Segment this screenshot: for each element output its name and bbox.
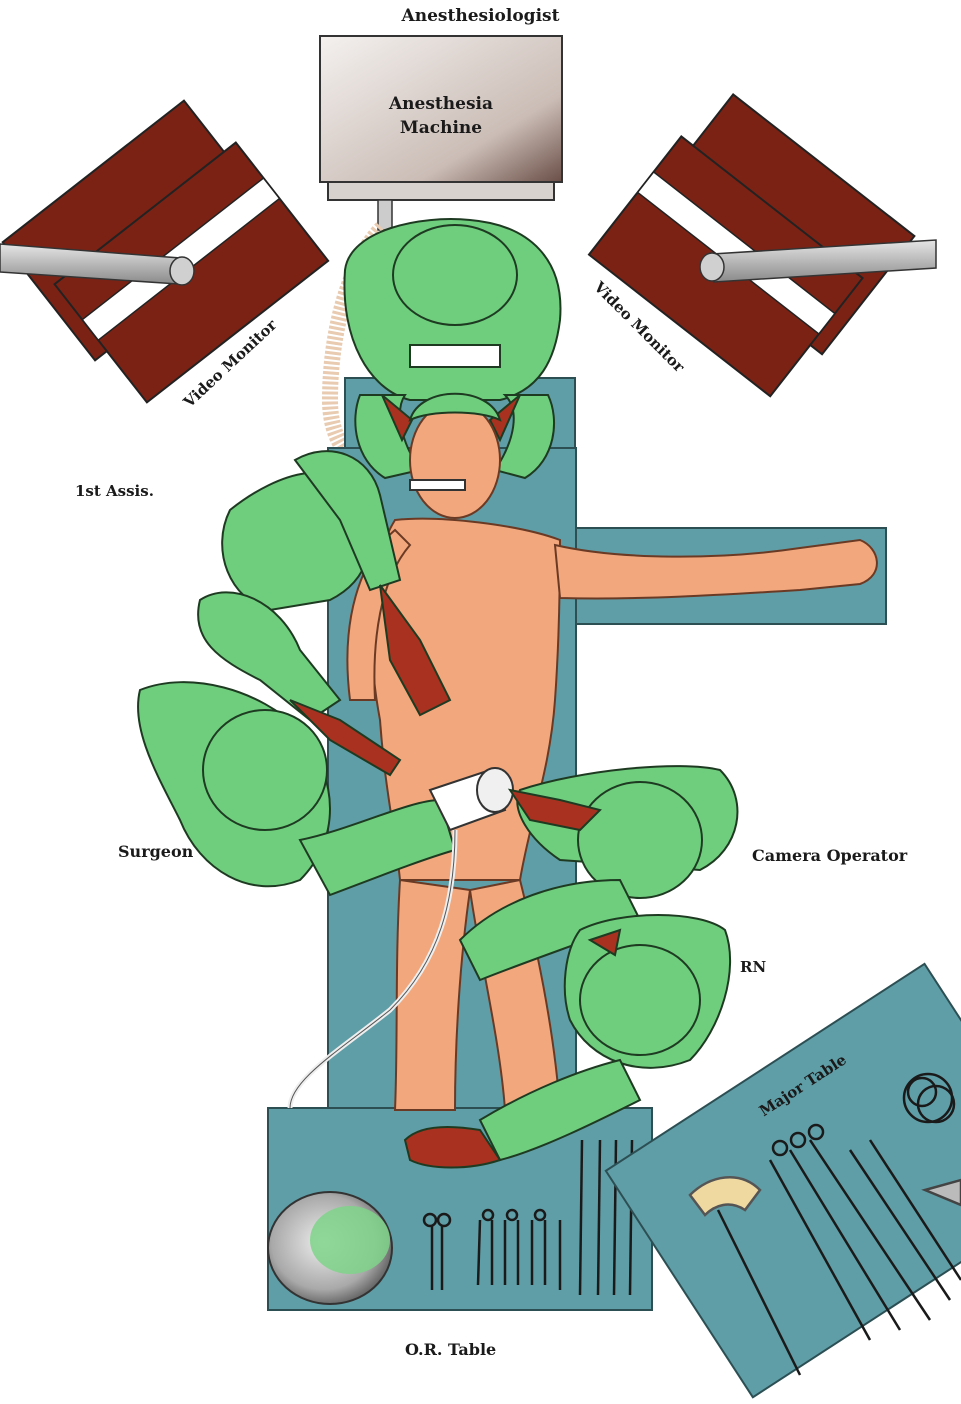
- label-surgeon: Surgeon: [118, 842, 193, 861]
- label-anesthesia-machine: Anesthesia Machine: [322, 92, 560, 140]
- label-camera-operator: Camera Operator: [752, 846, 907, 865]
- label-first-assistant: 1st Assis.: [75, 482, 154, 500]
- label-rn: RN: [740, 958, 766, 976]
- label-anesthesia-machine-line2: Machine: [322, 116, 560, 140]
- label-anesthesia-machine-line1: Anesthesia: [322, 92, 560, 116]
- label-anesthesiologist: Anesthesiologist: [0, 6, 961, 26]
- label-or-table: O.R. Table: [405, 1340, 496, 1359]
- basin: [268, 1192, 392, 1304]
